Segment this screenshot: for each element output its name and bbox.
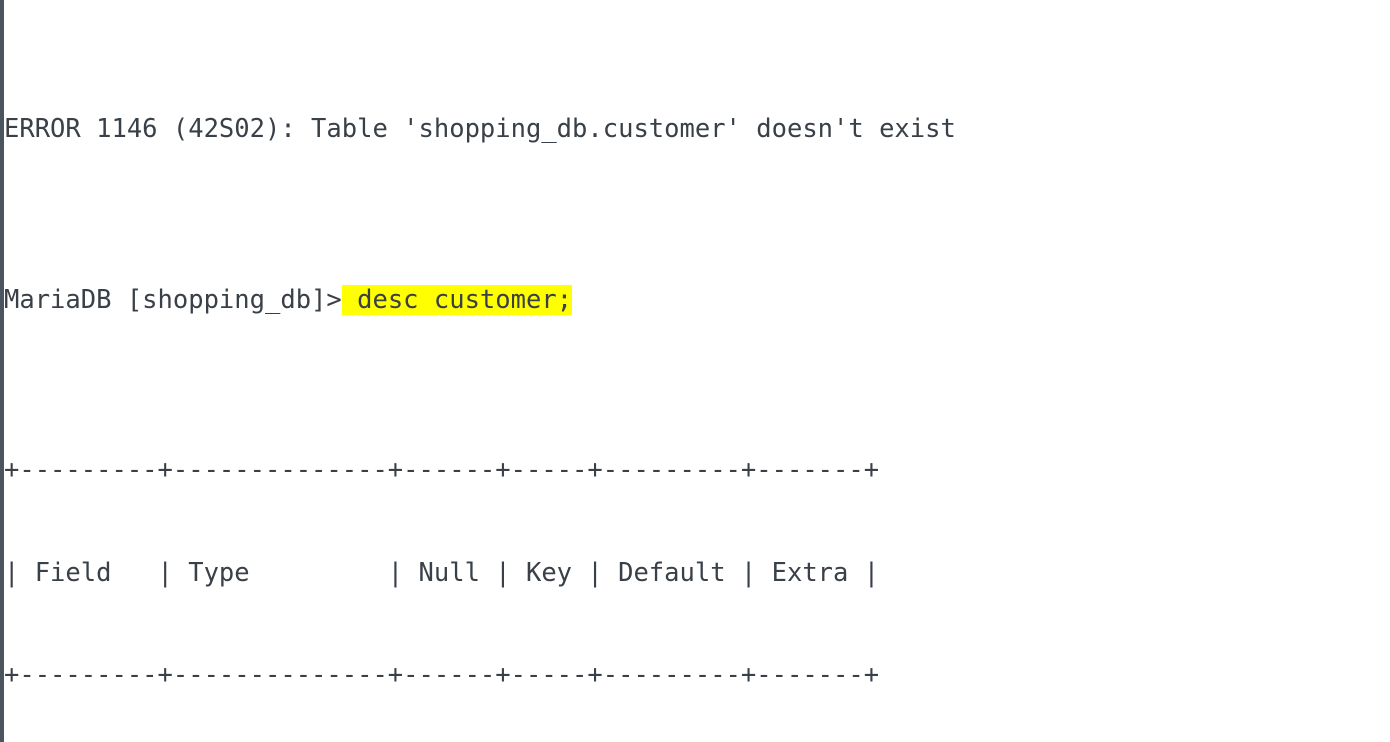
customer-table-border-mid: +---------+--------------+------+-----+-… xyxy=(4,659,880,690)
prompt-line-1[interactable]: MariaDB [shopping_db]> desc customer; xyxy=(4,283,1390,317)
scrollback-line-clipped: ERROR 1146 (42S02): Table 'shopping_db.c… xyxy=(4,114,956,145)
customer-table-border-top: +---------+--------------+------+-----+-… xyxy=(4,455,880,486)
command-input-desc-customer[interactable]: desc customer; xyxy=(341,284,573,315)
prompt-text-1: MariaDB [shopping_db]> xyxy=(4,284,342,315)
customer-table-header-row: | Field | Type | Null | Key | Default | … xyxy=(4,557,880,588)
terminal-output-area[interactable]: ERROR 1146 (42S02): Table 'shopping_db.c… xyxy=(4,0,1390,718)
window-left-edge xyxy=(0,0,4,742)
